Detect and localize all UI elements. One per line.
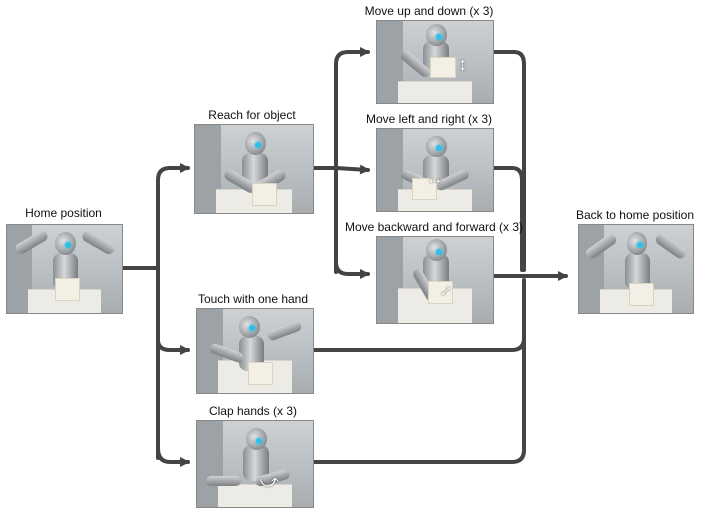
arrow-to-touch [156, 338, 190, 355]
label-move-up-and-down: Move up and down (x 3) [364, 4, 494, 18]
label-move-backward-and-forward: Move backward and forward (x 3) [344, 220, 524, 234]
arrow-leftright-return [490, 166, 524, 272]
left-right-arrow-icon: ↔ [425, 168, 444, 189]
photo-reach-for-object [194, 124, 314, 214]
photo-move-backward-and-forward: ↕ [376, 236, 494, 324]
photo-move-left-and-right: ↔ [376, 128, 494, 212]
label-back-to-home-position: Back to home position [575, 208, 695, 222]
label-move-left-and-right: Move left and right (x 3) [365, 112, 493, 126]
arrow-to-backforward [334, 260, 370, 279]
up-down-arrow-icon: ↕ [458, 53, 468, 74]
arrow-updown-return [490, 50, 526, 272]
arrow-to-clap [156, 446, 190, 467]
photo-move-up-and-down: ↕ [376, 20, 494, 104]
photo-back-to-home-position [578, 224, 694, 314]
photo-home-position [6, 224, 123, 314]
arrow-clap-return [310, 288, 526, 464]
robot-eye-icon [65, 242, 72, 249]
arrow-to-updown [334, 47, 370, 66]
photo-clap-hands: ⤻ [196, 420, 314, 508]
label-reach-for-object: Reach for object [208, 108, 296, 122]
label-clap-hands: Clap hands (x 3) [208, 404, 298, 418]
arrow-to-leftright [334, 164, 370, 175]
label-home-position: Home position [25, 206, 102, 220]
clap-motion-icon: ⤻ [259, 470, 279, 491]
arrow-to-reach [156, 163, 190, 182]
label-touch-with-one-hand: Touch with one hand [197, 292, 309, 306]
photo-touch-with-one-hand [196, 308, 314, 394]
